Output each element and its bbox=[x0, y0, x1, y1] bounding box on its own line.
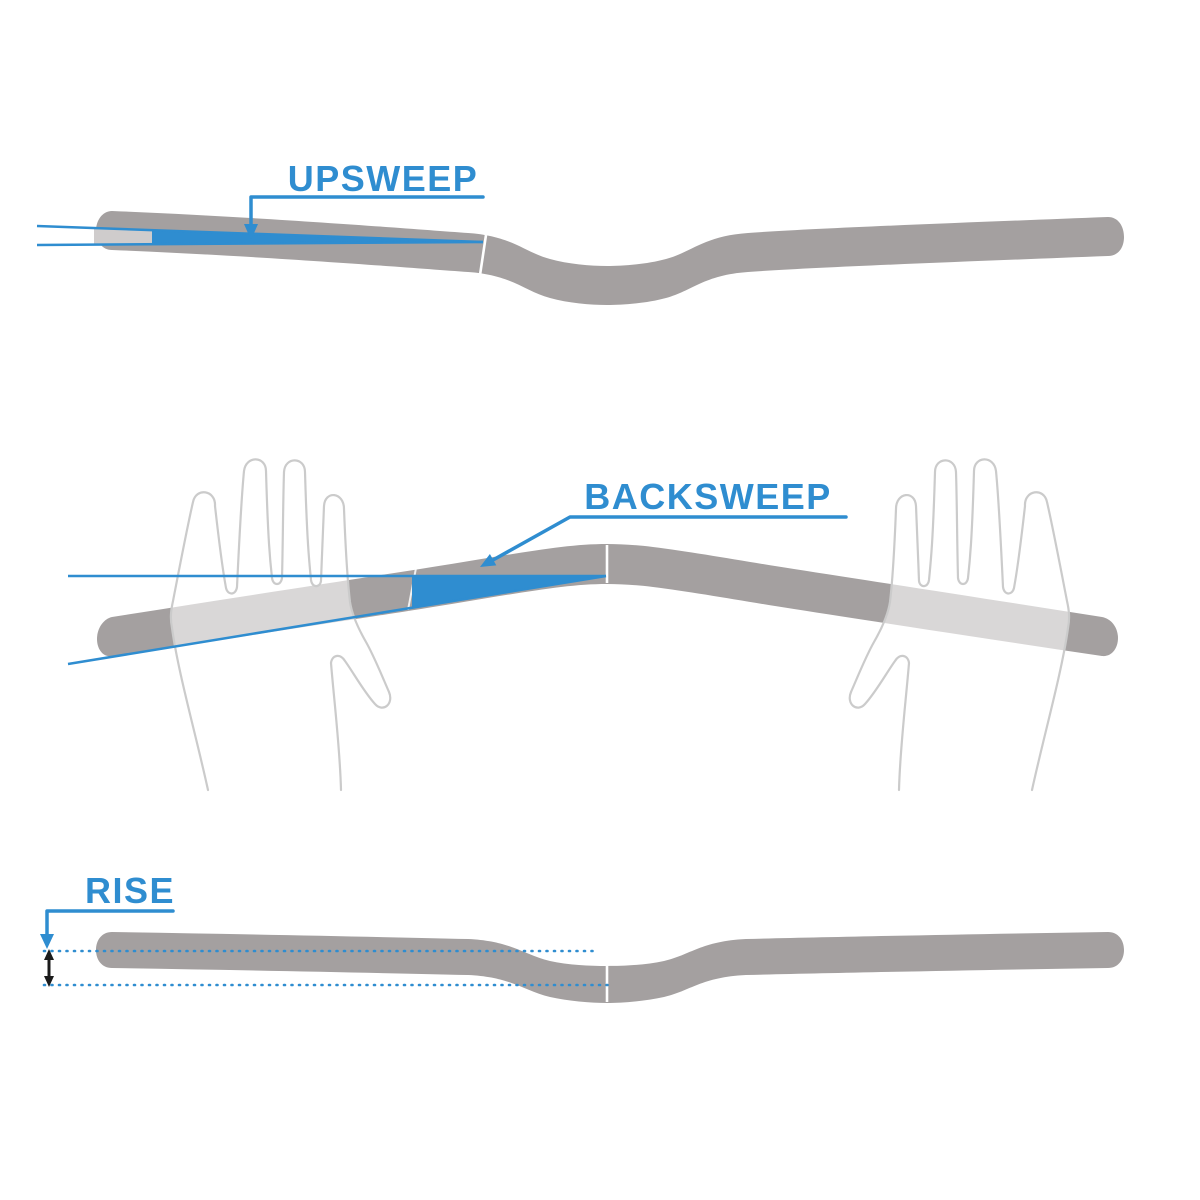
rise-leader-line bbox=[45, 909, 175, 938]
grip-junction-mark bbox=[478, 234, 488, 276]
backsweep-axis-line bbox=[67, 574, 607, 666]
rise-measure-arrowhead-up-icon bbox=[44, 949, 54, 960]
rise-label: RISE bbox=[85, 870, 175, 911]
rise-measure-arrowhead-down-icon bbox=[44, 976, 54, 987]
left-hand-outline bbox=[169, 458, 392, 792]
upsweep-label: UPSWEEP bbox=[288, 158, 479, 199]
backsweep-arrow-icon bbox=[480, 554, 497, 567]
upsweep-view: UPSWEEP bbox=[36, 158, 1124, 305]
upsweep-horizontal-reference-line bbox=[36, 240, 484, 247]
upsweep-axis-line bbox=[36, 224, 484, 244]
backsweep-leader-line bbox=[491, 515, 848, 562]
upsweep-grip-highlight bbox=[94, 228, 152, 245]
rise-view: RISE bbox=[40, 870, 1124, 1003]
upsweep-leader-line bbox=[249, 195, 485, 229]
backsweep-view: BACKSWEEP bbox=[67, 458, 1118, 792]
rise-arrow-icon bbox=[40, 934, 54, 949]
backsweep-label: BACKSWEEP bbox=[584, 476, 832, 517]
upsweep-arrow-icon bbox=[244, 224, 258, 240]
right-hand-outline bbox=[848, 458, 1071, 792]
handlebar-rear-view bbox=[96, 211, 1124, 305]
handlebar-front-view bbox=[96, 932, 1124, 1003]
